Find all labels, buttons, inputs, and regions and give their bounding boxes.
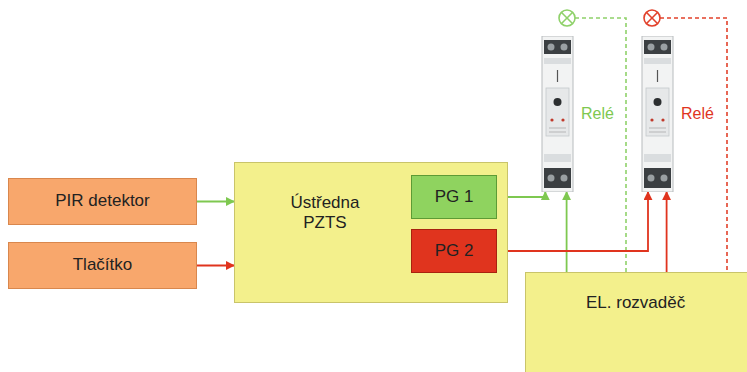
node-label: Relé: [681, 104, 714, 123]
node-label: Tlačítko: [73, 255, 133, 275]
relay-module: Relé: [540, 36, 575, 192]
signal-wire: [497, 192, 648, 251]
control-panel-box: Ústředna PZTS PG 1 PG 2: [234, 162, 508, 303]
node-label: PG 1: [435, 187, 474, 207]
distribution-box: EL. rozvaděč: [525, 272, 747, 372]
node-label: EL. rozvaděč: [586, 293, 685, 313]
relay-module: Relé: [640, 36, 675, 192]
node-label: PG 2: [435, 241, 474, 261]
signal-wire: [197, 201, 234, 203]
lamp-symbol: [559, 10, 575, 26]
node-label: Relé: [581, 104, 614, 123]
output-box: PG 2: [411, 229, 497, 273]
output-box: PG 1: [411, 175, 497, 219]
input-box: PIR detektor: [8, 178, 197, 225]
signal-wire: [666, 192, 668, 272]
lamp-wire: [575, 18, 626, 272]
signal-wire: [197, 265, 234, 267]
lamp-symbol: [644, 10, 660, 26]
input-box: Tlačítko: [8, 242, 197, 289]
node-label: PIR detektor: [55, 191, 150, 211]
relay-symbol: [540, 36, 575, 192]
signal-wire: [566, 192, 568, 272]
relay-symbol: [640, 36, 675, 192]
node-label: Ústředna PZTS: [275, 193, 375, 234]
